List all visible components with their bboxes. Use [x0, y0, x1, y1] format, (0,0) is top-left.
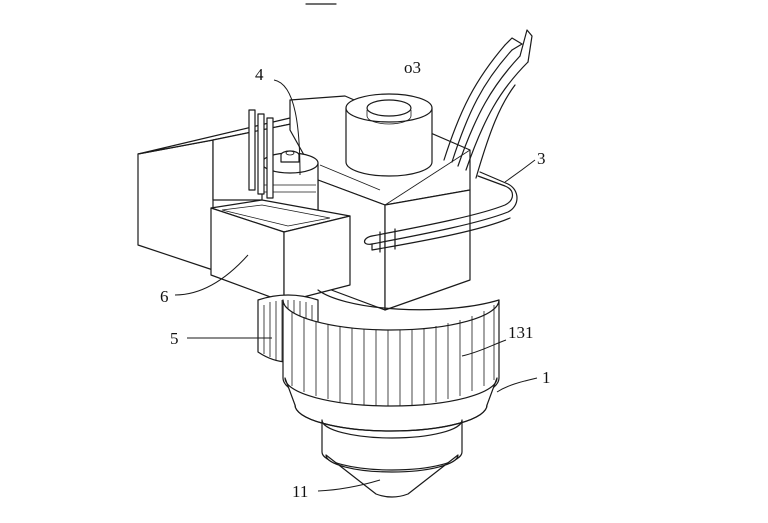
label-11: 11	[292, 482, 308, 501]
small-motor	[261, 150, 319, 221]
top-inlet-cylinder	[345, 93, 433, 177]
connector-pins	[248, 109, 274, 199]
label-4: 4	[255, 65, 264, 84]
label-131: 131	[508, 323, 534, 342]
label-1: 1	[542, 368, 551, 387]
base-ring	[284, 377, 498, 432]
label-o3: o3	[404, 58, 421, 77]
leader-lines	[174, 79, 538, 492]
label-5: 5	[170, 329, 179, 348]
nozzle	[321, 419, 463, 498]
feed-tubes	[443, 29, 533, 179]
label-3: 3	[537, 149, 546, 168]
label-6: 6	[160, 287, 169, 306]
large-gear-ring	[282, 289, 500, 409]
gear-box	[210, 199, 351, 303]
wire-bracket	[363, 171, 518, 253]
